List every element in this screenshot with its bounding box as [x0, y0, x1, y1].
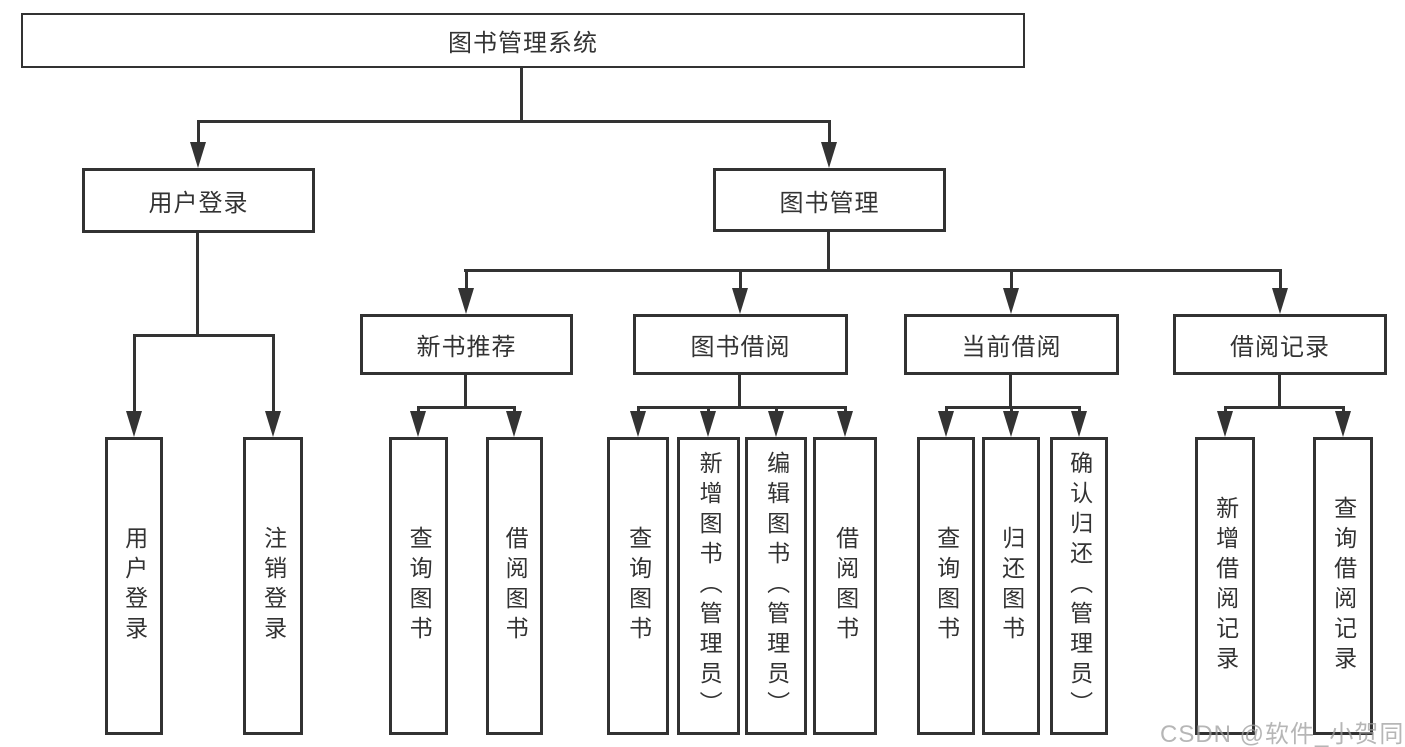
leaf-borrow-books-recommend: 借阅图书: [486, 437, 543, 735]
leaf-label: 查询图书: [933, 526, 960, 646]
leaf-label: 新增图书（管理员）: [696, 451, 723, 721]
node-current-borrowing: 当前借阅: [904, 314, 1119, 375]
leaf-label: 归还图书: [998, 526, 1025, 646]
leaf-edit-books-admin: 编辑图书（管理员）: [745, 437, 807, 735]
connector-line: [828, 121, 831, 145]
connector-line: [707, 407, 710, 413]
node-label: 图书借阅: [690, 334, 791, 361]
connector-line: [637, 406, 847, 409]
connector-line: [133, 335, 136, 413]
node-label: 借阅记录: [1230, 334, 1330, 361]
connector-line: [464, 269, 1282, 272]
connector-line: [1224, 407, 1227, 413]
connector-line: [197, 121, 200, 145]
connector-line: [1010, 407, 1013, 413]
leaf-label: 新增借阅记录: [1212, 496, 1239, 676]
leaf-label: 编辑图书（管理员）: [763, 451, 790, 721]
connector-line: [945, 406, 1081, 409]
arrow-down-icon: [1071, 411, 1087, 437]
arrow-down-icon: [630, 411, 646, 437]
leaf-query-books-recommend: 查询图书: [389, 437, 448, 735]
arrow-down-icon: [938, 411, 954, 437]
leaf-label: 确认归还（管理员）: [1066, 451, 1093, 721]
arrow-down-icon: [126, 411, 142, 437]
arrow-down-icon: [732, 288, 748, 314]
connector-line: [465, 270, 468, 290]
connector-line: [464, 375, 467, 409]
arrow-down-icon: [821, 142, 837, 168]
arrow-down-icon: [506, 411, 522, 437]
node-book-borrowing: 图书借阅: [633, 314, 848, 375]
connector-line: [196, 232, 199, 337]
leaf-label: 用户登录: [121, 526, 148, 646]
leaf-confirm-return-admin: 确认归还（管理员）: [1050, 437, 1108, 735]
leaf-label: 查询图书: [625, 526, 652, 646]
node-label: 图书管理系统: [448, 30, 598, 57]
connector-line: [133, 334, 275, 337]
leaf-add-books-admin: 新增图书（管理员）: [677, 437, 740, 735]
node-label: 当前借阅: [961, 334, 1062, 361]
leaf-user-login: 用户登录: [105, 437, 163, 735]
node-label: 图书管理: [779, 189, 880, 217]
connector-line: [844, 407, 847, 413]
leaf-return-books: 归还图书: [982, 437, 1040, 735]
leaf-label: 查询图书: [406, 526, 433, 646]
node-user-login: 用户登录: [82, 168, 315, 233]
connector-line: [1009, 375, 1012, 409]
node-label: 用户登录: [148, 190, 249, 217]
arrow-down-icon: [1217, 411, 1233, 437]
arrow-down-icon: [410, 411, 426, 437]
leaf-label: 借阅图书: [832, 526, 859, 646]
connector-line: [1342, 407, 1345, 413]
connector-line: [945, 407, 948, 413]
leaf-borrow-books: 借阅图书: [813, 437, 877, 735]
connector-line: [272, 335, 275, 413]
arrow-down-icon: [837, 411, 853, 437]
connector-line: [637, 407, 640, 413]
csdn-watermark: CSDN @软件_小贺同学: [1160, 721, 1405, 747]
connector-line: [739, 270, 742, 290]
connector-line: [197, 120, 831, 123]
connector-line: [827, 232, 830, 272]
arrow-down-icon: [265, 411, 281, 437]
connector-line: [775, 407, 778, 413]
arrow-down-icon: [768, 411, 784, 437]
leaf-label: 借阅图书: [502, 526, 529, 646]
arrow-down-icon: [1272, 288, 1288, 314]
leaf-label: 注销登录: [260, 526, 287, 646]
leaf-query-books-current: 查询图书: [917, 437, 975, 735]
connector-line: [1010, 270, 1013, 290]
arrow-down-icon: [190, 142, 206, 168]
arrow-down-icon: [1335, 411, 1351, 437]
leaf-add-borrow-record: 新增借阅记录: [1195, 437, 1255, 735]
connector-line: [1078, 407, 1081, 413]
arrow-down-icon: [700, 411, 716, 437]
connector-line: [520, 68, 523, 122]
connector-line: [513, 407, 516, 413]
connector-line: [738, 375, 741, 409]
leaf-logout: 注销登录: [243, 437, 303, 735]
connector-line: [417, 406, 516, 409]
arrow-down-icon: [1003, 411, 1019, 437]
arrow-down-icon: [1003, 288, 1019, 314]
node-book-management: 图书管理: [713, 168, 946, 232]
leaf-label: 查询借阅记录: [1330, 496, 1357, 676]
node-new-book-recommendation: 新书推荐: [360, 314, 573, 375]
connector-line: [1279, 270, 1282, 290]
node-borrowing-records: 借阅记录: [1173, 314, 1387, 375]
leaf-query-borrow-record: 查询借阅记录: [1313, 437, 1373, 735]
connector-line: [1278, 375, 1281, 409]
connector-line: [417, 407, 420, 413]
node-label: 新书推荐: [416, 334, 517, 361]
leaf-query-books-borrow: 查询图书: [607, 437, 669, 735]
arrow-down-icon: [458, 288, 474, 314]
connector-line: [1224, 406, 1345, 409]
node-library-system: 图书管理系统: [21, 13, 1025, 68]
